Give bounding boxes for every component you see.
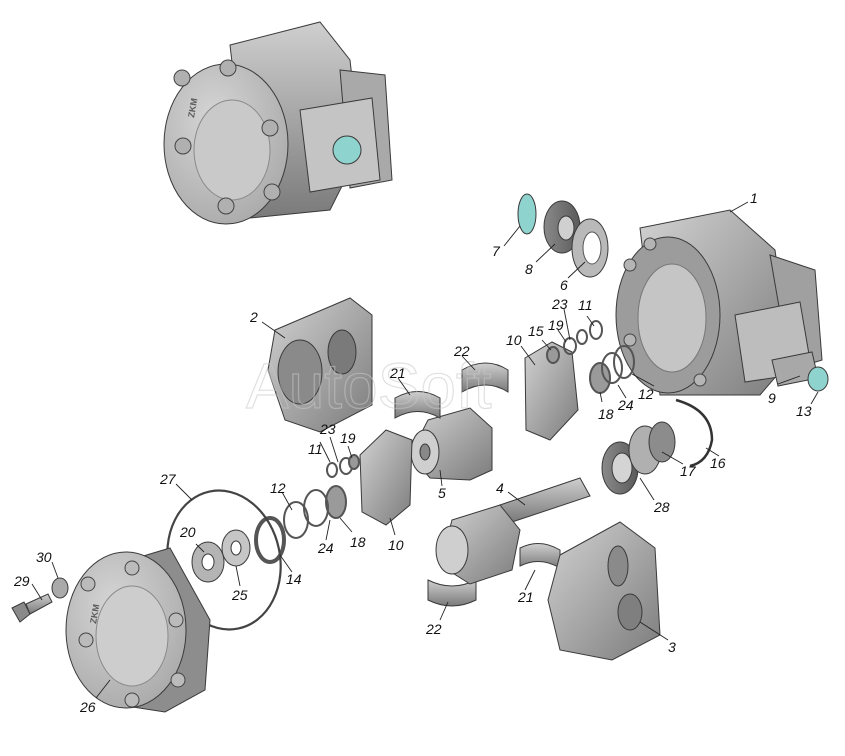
callout-11-lower: 11 (308, 441, 323, 457)
callout-12-lower: 12 (270, 480, 286, 496)
callout-11-upper: 11 (578, 297, 593, 313)
callout-10-lower: 10 (388, 537, 404, 553)
callout-19-upper: 19 (548, 317, 564, 333)
washers-20-25 (191, 529, 251, 583)
callout-13: 13 (796, 403, 812, 419)
callout-labels: 1 2 3 4 5 6 7 8 9 10 10 11 11 12 12 13 1… (13, 190, 812, 715)
washer-30 (51, 577, 69, 599)
callout-14: 14 (286, 571, 302, 587)
callout-16: 16 (710, 455, 726, 471)
callout-3: 3 (668, 639, 676, 655)
callout-26: 26 (79, 699, 96, 715)
callout-18-upper: 18 (598, 406, 614, 422)
callout-7: 7 (492, 243, 501, 259)
callout-9: 9 (768, 390, 776, 406)
callout-5: 5 (438, 485, 446, 501)
callout-30: 30 (36, 549, 52, 565)
callout-21-upper: 21 (389, 365, 406, 381)
callout-25: 25 (231, 587, 248, 603)
bushing-10-upper (524, 341, 579, 441)
callout-28: 28 (653, 499, 670, 515)
callout-27: 27 (159, 471, 177, 487)
bearings-17-28 (601, 398, 714, 495)
half-bearings (394, 362, 561, 607)
callout-4: 4 (496, 480, 504, 496)
leader-lines (31, 201, 819, 699)
watermark: AutoSoft (246, 350, 492, 422)
housing-1 (615, 209, 829, 396)
callout-6: 6 (560, 277, 568, 293)
cover-stamp-bottom: ZKM (88, 603, 101, 624)
callout-17: 17 (680, 463, 697, 479)
callout-24-upper: 24 (617, 397, 634, 413)
callout-22-upper: 22 (453, 343, 470, 359)
callout-20: 20 (179, 524, 196, 540)
seal-stack (517, 193, 609, 278)
callout-15: 15 (528, 323, 544, 339)
bushing-10-lower (359, 429, 413, 526)
callout-23-lower: 23 (319, 421, 336, 437)
callout-29: 29 (13, 573, 30, 589)
end-cover-26: ZKM (65, 547, 211, 713)
callout-10-upper: 10 (506, 332, 522, 348)
callout-24-lower: 24 (317, 540, 334, 556)
bushing-block-3 (547, 521, 661, 661)
callout-18-lower: 18 (350, 534, 366, 550)
assembled-pump: ZKM (163, 21, 393, 225)
callout-2: 2 (249, 309, 258, 325)
port-cap (332, 135, 362, 165)
circlip-16 (675, 398, 714, 468)
rings-upper (546, 320, 635, 394)
callout-19-lower: 19 (340, 430, 356, 446)
gear-5 (409, 407, 493, 481)
callout-1: 1 (750, 190, 758, 206)
bushing-block-2 (267, 297, 373, 433)
cap-13 (807, 366, 829, 392)
bolt-29 (11, 577, 69, 623)
callout-21-lower: 21 (517, 589, 534, 605)
cover-stamp-top: ZKM (186, 97, 199, 118)
callout-23-upper: 23 (551, 296, 568, 312)
rings-lower (254, 454, 360, 564)
drive-shaft-4 (435, 477, 591, 585)
callout-12-upper: 12 (638, 386, 654, 402)
callout-8: 8 (525, 261, 533, 277)
cover-bolts (173, 59, 281, 215)
callout-22-lower: 22 (425, 621, 442, 637)
